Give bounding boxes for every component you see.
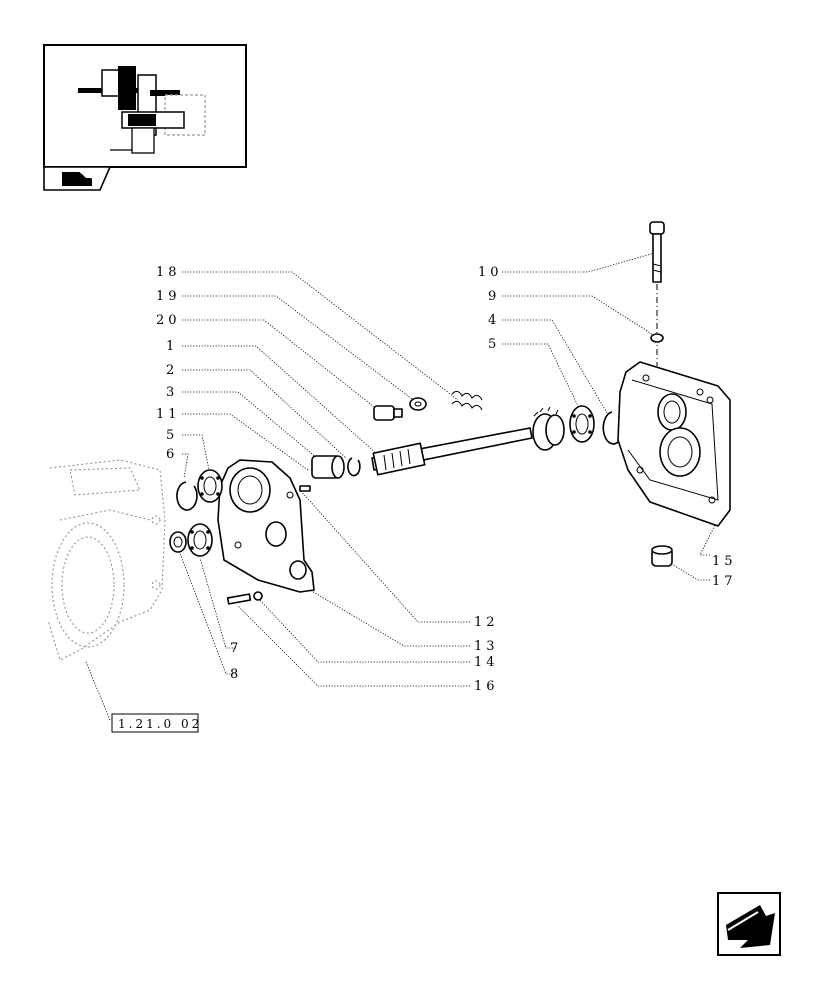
snap-ring-part[interactable] xyxy=(347,457,361,477)
callout-labels: 18 19 20 1 2 3 11 5 6 10 9 4 5 15 17 12 … xyxy=(156,265,737,694)
navigation-arrow-icon[interactable] xyxy=(43,166,112,191)
callout-16: 16 xyxy=(474,679,499,694)
callout-15: 15 xyxy=(712,554,737,569)
reference-label: 1.21.0 02 xyxy=(118,717,202,731)
bolt-part[interactable] xyxy=(649,221,665,366)
front-housing-part[interactable] xyxy=(217,459,315,593)
callout-5-right: 5 xyxy=(488,337,500,352)
lock-washer-part[interactable] xyxy=(253,591,263,601)
callout-1: 1 xyxy=(166,339,178,354)
callout-14: 14 xyxy=(474,655,499,670)
callout-3: 3 xyxy=(166,385,178,400)
rear-cover-part[interactable] xyxy=(617,361,731,527)
callout-13: 13 xyxy=(474,639,499,654)
callout-4: 4 xyxy=(488,313,500,328)
callout-2: 2 xyxy=(166,363,178,378)
detent-plug-part[interactable] xyxy=(373,405,403,421)
reference-tag[interactable]: 1.21.0 02 xyxy=(111,713,202,733)
callout-17: 17 xyxy=(712,574,737,589)
callout-5-left: 5 xyxy=(166,428,178,443)
leader-lines xyxy=(85,251,721,721)
callout-18: 18 xyxy=(156,265,181,280)
callout-10: 10 xyxy=(478,265,503,280)
bearing-left-lower-part[interactable] xyxy=(187,523,213,557)
gear-part[interactable] xyxy=(532,406,565,451)
bearing-upper-part[interactable] xyxy=(569,405,595,443)
background-housing xyxy=(47,459,166,661)
washer-part[interactable] xyxy=(650,333,664,343)
callout-11: 11 xyxy=(156,407,181,422)
small-bush-part[interactable] xyxy=(169,531,187,553)
callout-8: 8 xyxy=(230,667,242,682)
next-page-arrow-icon[interactable] xyxy=(717,892,781,956)
screw-part[interactable] xyxy=(226,593,252,605)
shaft-part[interactable] xyxy=(371,427,533,476)
spring-part[interactable] xyxy=(451,390,483,411)
callout-19: 19 xyxy=(156,289,181,304)
assembly-thumbnail-icon[interactable] xyxy=(43,44,247,168)
callout-12: 12 xyxy=(474,615,499,630)
plug-part[interactable] xyxy=(651,545,673,567)
callout-9: 9 xyxy=(488,289,500,304)
left-circlip-part[interactable] xyxy=(176,481,198,511)
callout-6: 6 xyxy=(166,447,178,462)
callout-7: 7 xyxy=(230,641,242,656)
spring-washer-part[interactable] xyxy=(409,397,427,411)
bush-part[interactable] xyxy=(311,455,345,479)
pin-part[interactable] xyxy=(299,485,311,492)
callout-20: 20 xyxy=(156,313,181,328)
bearing-left-upper-part[interactable] xyxy=(197,469,223,503)
